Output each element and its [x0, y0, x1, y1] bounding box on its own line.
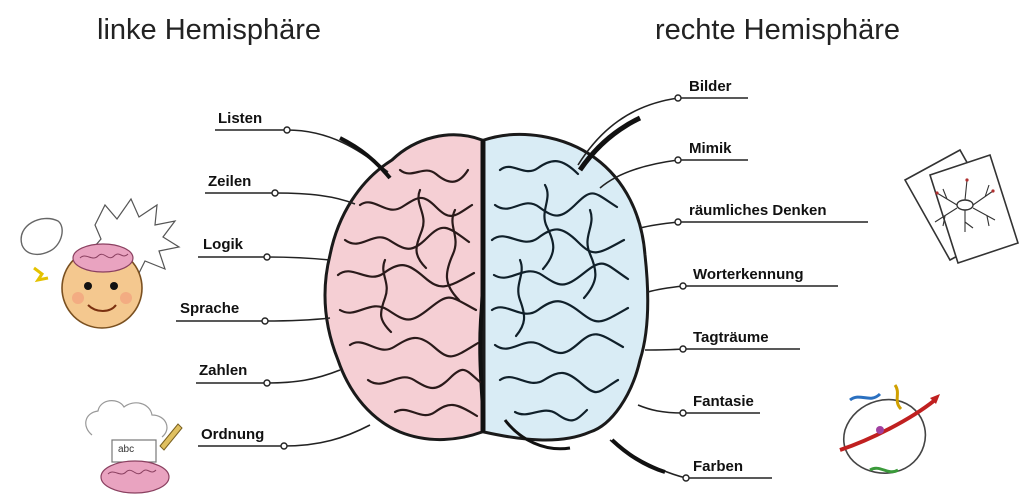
label-sprache: Sprache — [180, 300, 239, 317]
label-mimik: Mimik — [689, 140, 732, 157]
mind-map-papers-icon — [905, 150, 1018, 263]
writing-board-text: abc — [118, 444, 134, 455]
right-hemisphere — [484, 134, 648, 440]
label-logik: Logik — [203, 236, 243, 253]
label-tagtraeume: Tagträume — [693, 329, 769, 346]
left-branch-thick — [340, 138, 390, 178]
label-ordnung: Ordnung — [201, 426, 264, 443]
label-worterkennung: Worterkennung — [693, 266, 804, 283]
label-farben: Farben — [693, 458, 743, 475]
fantasy-swirl-icon — [840, 385, 940, 473]
label-raeumliches-denken: räumliches Denken — [689, 202, 827, 219]
right-bottom-branch-thick — [612, 440, 665, 472]
label-zahlen: Zahlen — [199, 362, 247, 379]
label-bilder: Bilder — [689, 78, 732, 95]
left-leader-dots — [262, 127, 290, 449]
right-leader-dots — [675, 95, 689, 481]
thinking-child-icon — [21, 199, 179, 328]
label-listen: Listen — [218, 110, 262, 127]
label-zeilen: Zeilen — [208, 173, 251, 190]
label-fantasie: Fantasie — [693, 393, 754, 410]
